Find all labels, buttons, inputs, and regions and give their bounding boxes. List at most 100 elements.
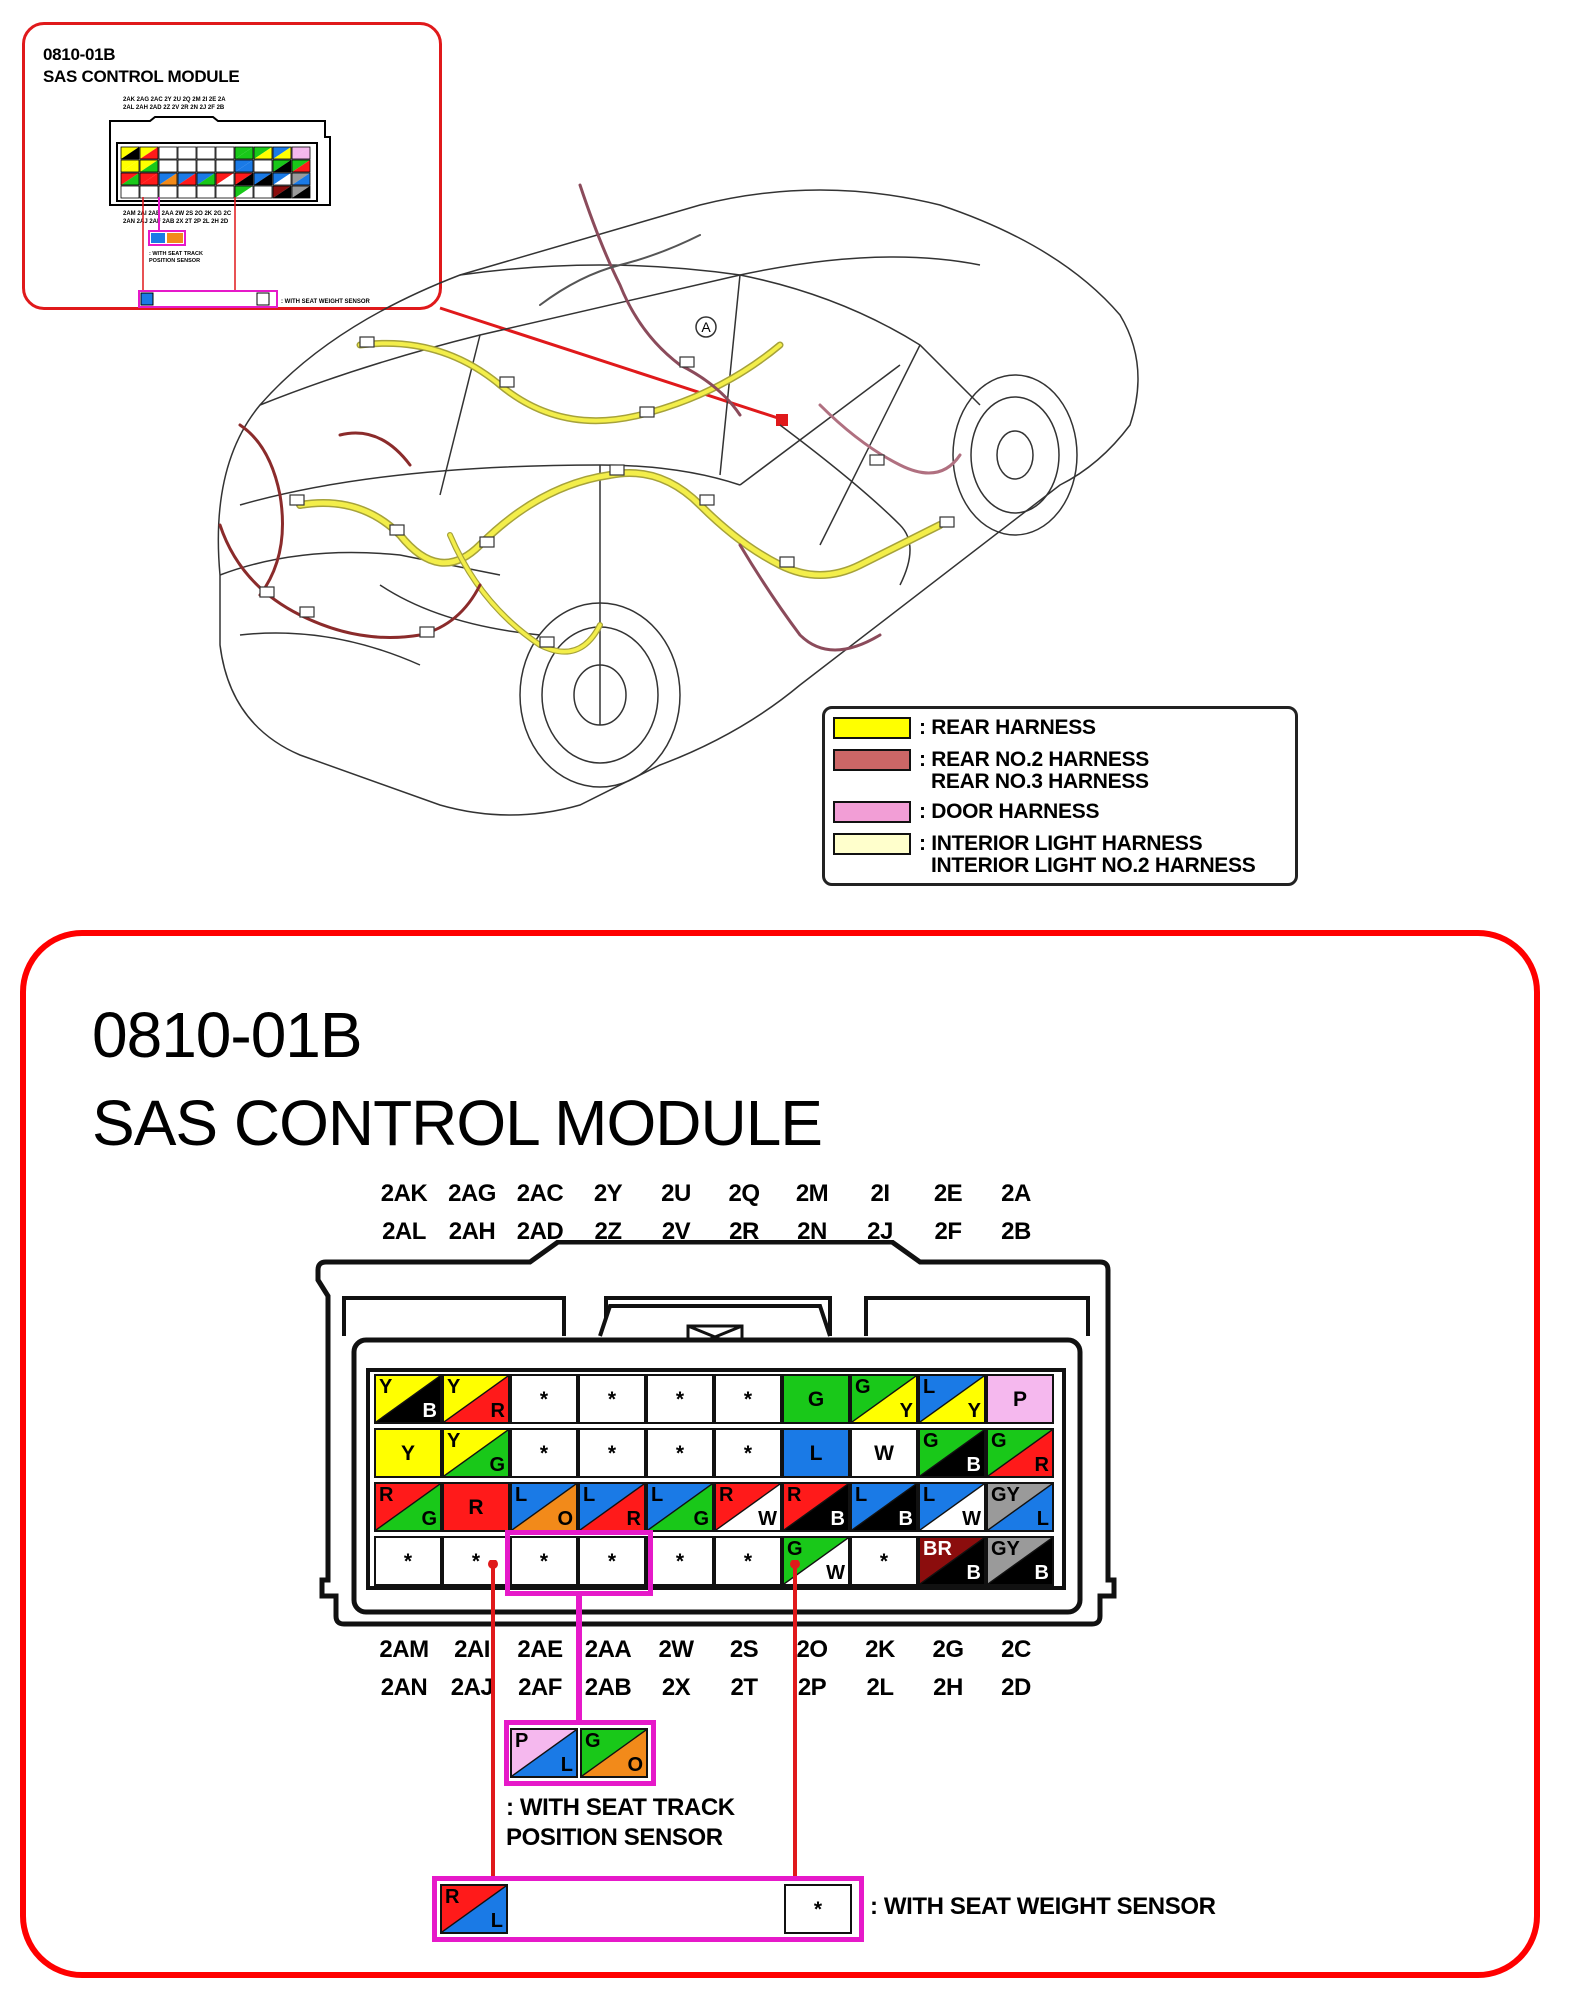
- pin-number-label: 2S: [729, 1636, 759, 1663]
- pin-primary-color: R: [787, 1484, 802, 1506]
- option-connector-lines: [488, 1560, 800, 1880]
- pin-cell: *: [714, 1374, 782, 1424]
- pin-label: P: [1012, 1388, 1027, 1411]
- pin-cell: R: [442, 1482, 510, 1532]
- inset-pin: [254, 173, 272, 185]
- inset-pin: [292, 160, 310, 172]
- pin-stripe-color: B: [898, 1508, 913, 1530]
- pin-number-label: 2M: [795, 1180, 829, 1207]
- pin-number-label: 2AK: [380, 1180, 428, 1207]
- legend-label-rear-no2: : REAR NO.2 HARNESS: [919, 748, 1149, 771]
- pin-label: *: [743, 1550, 753, 1573]
- pin-number-label: 2AI: [454, 1636, 490, 1663]
- pin-label: L: [809, 1442, 823, 1465]
- inset-pin: [120, 185, 140, 199]
- pin-stripe-color: L: [490, 1910, 503, 1932]
- pin-number-label: 2P: [797, 1674, 827, 1701]
- pin-number-label: 2AN: [380, 1674, 428, 1701]
- pin-number-label: 2AJ: [450, 1674, 494, 1701]
- pin-primary-color: R: [379, 1484, 394, 1506]
- pin-label: *: [675, 1550, 685, 1573]
- pin-stripe-color: R: [626, 1508, 641, 1530]
- inset-pin: [292, 147, 310, 159]
- pin-stripe-color: R: [1034, 1454, 1049, 1476]
- seat-weight-note: : WITH SEAT WEIGHT SENSOR: [870, 1893, 1216, 1920]
- inset-pin-outline: [291, 146, 311, 160]
- inset-pin: [253, 185, 273, 199]
- pin-label: *: [675, 1388, 685, 1411]
- inset-connector-callout: 0810-01B SAS CONTROL MODULE 2AK 2AG 2AC …: [22, 22, 442, 310]
- inset-pin: [292, 173, 310, 185]
- pin-label: W: [874, 1442, 894, 1465]
- pin-primary-color: Y: [379, 1376, 393, 1398]
- pin-number-label: 2Y: [593, 1180, 623, 1207]
- pin-cell: *: [510, 1374, 578, 1424]
- pin-cell: *: [850, 1536, 918, 1586]
- pin-stripe-color: G: [693, 1508, 709, 1530]
- pin-stripe-color: W: [826, 1562, 845, 1584]
- inset-pin: [292, 186, 310, 198]
- pin-cell: *: [510, 1536, 578, 1586]
- pin-label: *: [607, 1442, 617, 1465]
- pin-cell: *: [442, 1536, 510, 1586]
- inset-pin: [140, 147, 158, 159]
- pin-primary-color: L: [651, 1484, 664, 1506]
- pin-number-label: 2O: [796, 1636, 828, 1663]
- pin-number-label: 2AG: [448, 1180, 496, 1207]
- pin-cell: *: [646, 1428, 714, 1478]
- pin-primary-color: GY: [991, 1538, 1020, 1560]
- pin-number-label: 2E: [933, 1180, 963, 1207]
- inset-pin-outline: [272, 185, 292, 199]
- inset-pin: [158, 185, 178, 199]
- pin-number-label: 2AH: [448, 1218, 496, 1245]
- inset-pin: [196, 159, 216, 173]
- pin-number-label: 2AM: [379, 1636, 429, 1663]
- legend-swatch-interior-light: [833, 833, 911, 855]
- inset-pin-outline: [158, 172, 178, 186]
- inset-pin: [235, 186, 253, 198]
- inset-pin: [158, 146, 178, 160]
- inset-pin: [121, 147, 139, 159]
- pin-label: *: [607, 1550, 617, 1573]
- pin-number-label: 2X: [661, 1674, 691, 1701]
- pin-stripe-color: Y: [899, 1400, 913, 1422]
- pin-cell: *: [578, 1536, 646, 1586]
- pin-cell: W: [850, 1428, 918, 1478]
- pin-stripe-color: W: [758, 1508, 777, 1530]
- inset-pin-outline: [120, 172, 140, 186]
- pin-stripe-color: O: [627, 1754, 643, 1776]
- inset-pin: [196, 146, 216, 160]
- pin-primary-color: R: [719, 1484, 734, 1506]
- seat-track-pin-group-highlight: [505, 1530, 653, 1596]
- pin-cell: *: [374, 1536, 442, 1586]
- pin-stripe-color: B: [966, 1454, 981, 1476]
- vehicle-harness-illustration: A: [217, 183, 1139, 816]
- inset-pin: [273, 147, 291, 159]
- pin-stripe-color: B: [422, 1400, 437, 1422]
- legend-label-interior-light-no2: INTERIOR LIGHT NO.2 HARNESS: [931, 854, 1256, 877]
- pin-number-label: 2AA: [584, 1636, 632, 1663]
- svg-text:2AN 2AJ 2AF 2AB 2X 2T 2P 2L 2H: 2AN 2AJ 2AF 2AB 2X 2T 2P 2L 2H 2D: [123, 219, 229, 225]
- pin-label: *: [539, 1550, 549, 1573]
- pin-stripe-color: Y: [967, 1400, 981, 1422]
- pin-number-label: 2W: [658, 1636, 695, 1663]
- harness-legend: : REAR HARNESS : REAR NO.2 HARNESS REAR …: [822, 706, 1298, 886]
- pin-label: *: [539, 1388, 549, 1411]
- inset-pin-outline: [234, 185, 254, 199]
- pin-primary-color: L: [855, 1484, 868, 1506]
- pin-stripe-color: B: [830, 1508, 845, 1530]
- pin-number-label: 2AF: [518, 1674, 562, 1701]
- pin-stripe-color: L: [560, 1754, 573, 1776]
- pin-stripe-color: G: [489, 1454, 505, 1476]
- pin-number-label: 2K: [865, 1636, 895, 1663]
- pin-cell: *: [714, 1428, 782, 1478]
- inset-pin-outline: [196, 172, 216, 186]
- inset-pin: [139, 185, 159, 199]
- seat-weight-pin: *: [784, 1884, 852, 1934]
